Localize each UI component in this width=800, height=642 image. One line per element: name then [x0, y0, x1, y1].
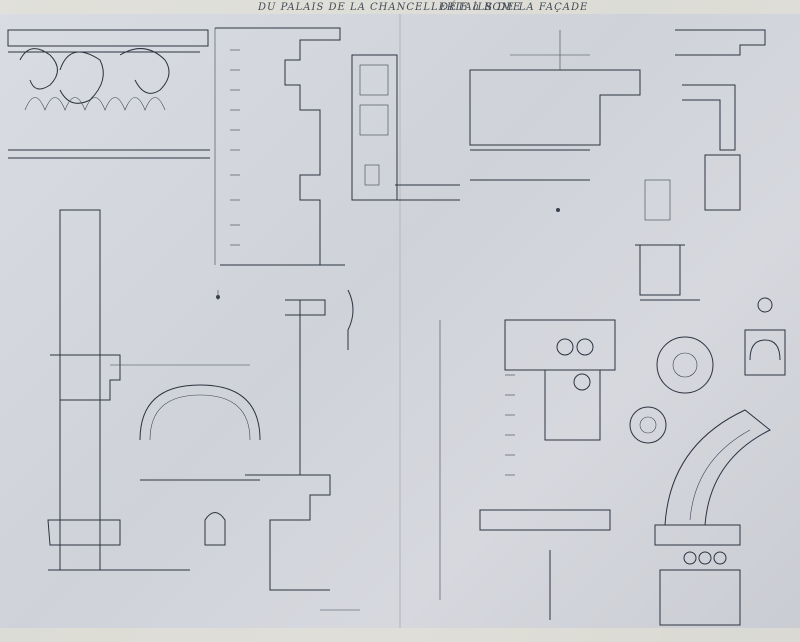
- pin-mark: [556, 208, 560, 212]
- bottom-tape: [0, 628, 800, 642]
- cornice-profile: [469, 30, 641, 181]
- corinthian-capital-drawing: [7, 29, 210, 159]
- entablature-profile: [214, 27, 345, 300]
- frieze-elevation: [439, 319, 616, 620]
- drawing-title: DU PALAIS DE LA CHANCELLERIE à ROME: [258, 2, 522, 13]
- voussoir-arch: [654, 409, 771, 626]
- facade-elevation: [351, 54, 460, 201]
- dimension-marks: [230, 49, 515, 476]
- arch-detail: [139, 384, 261, 546]
- pilaster-base-section: [47, 209, 250, 571]
- drawing-subtitle: DÉTAILS DE LA FAÇADE: [440, 2, 589, 13]
- moulding-profiles-right: [644, 29, 766, 221]
- column-profile-center: [245, 289, 360, 611]
- window-elevation: [635, 244, 700, 301]
- top-tape: [0, 0, 800, 14]
- rosette-details: [629, 297, 773, 444]
- pin-mark: [216, 295, 220, 299]
- niche-elevation: [744, 329, 786, 376]
